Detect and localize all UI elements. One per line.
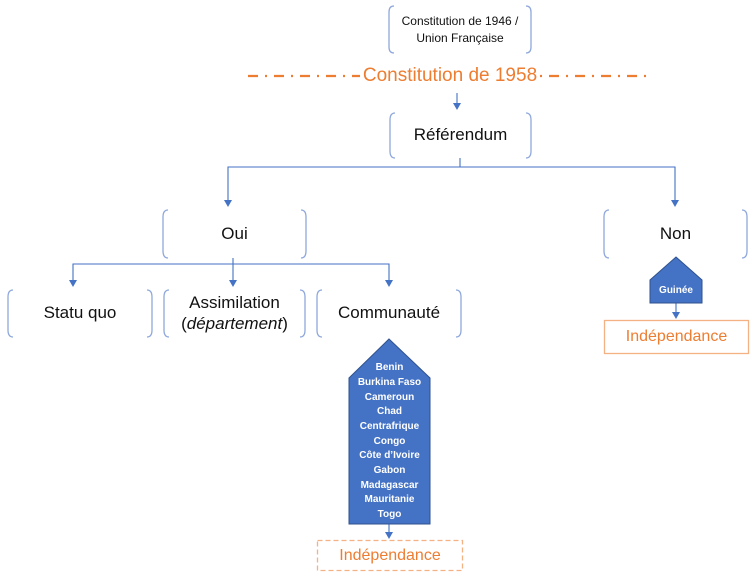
statu-quo-node: Statu quo bbox=[8, 290, 152, 337]
independance-non-node: Indépendance bbox=[604, 320, 749, 354]
constitution-1958-title: Constitution de 1958 bbox=[358, 62, 542, 90]
country-item: Cameroun bbox=[364, 391, 415, 403]
country-item: Centrafrique bbox=[359, 420, 420, 432]
independance-non-box bbox=[603, 319, 750, 355]
non-node: Non bbox=[604, 210, 747, 258]
assimilation-sublabel: (département) bbox=[181, 314, 288, 334]
connector-referendum-oui bbox=[227, 166, 460, 201]
paren-close: ) bbox=[282, 313, 288, 333]
country-item: Gabon bbox=[373, 465, 406, 477]
country-item: Benin bbox=[375, 362, 404, 374]
constitution-1958-label: Constitution de 1958 bbox=[362, 64, 538, 86]
non-label: Non bbox=[659, 223, 692, 243]
bracket-referendum bbox=[389, 112, 532, 159]
country-item: Madagascar bbox=[360, 479, 419, 491]
arrowhead-non bbox=[671, 200, 679, 207]
constitution-1946-line1: Constitution de 1946 / bbox=[401, 14, 519, 29]
statu-quo-label: Statu quo bbox=[43, 303, 117, 323]
connector-oui-communaute bbox=[233, 263, 390, 281]
country-item: Congo bbox=[373, 435, 406, 447]
assimilation-label: Assimilation bbox=[189, 293, 280, 313]
bracket-oui bbox=[162, 209, 307, 259]
communaute-countries-pentagon bbox=[348, 338, 431, 525]
independance-communaute-box bbox=[316, 539, 464, 572]
connector-referendum-non bbox=[460, 166, 676, 201]
country-item: Chad bbox=[377, 406, 402, 418]
arrowhead-independance-communaute bbox=[385, 532, 393, 539]
bracket-non bbox=[603, 209, 748, 259]
independance-communaute-label: Indépendance bbox=[339, 546, 441, 564]
country-item: Mauritanie bbox=[364, 494, 415, 506]
country-item: Togo bbox=[377, 509, 402, 521]
communaute-node: Communauté bbox=[317, 290, 461, 337]
arrowhead-assimilation bbox=[229, 280, 237, 287]
arrowhead-communaute bbox=[385, 280, 393, 287]
country-item: Côte d’Ivoire bbox=[359, 450, 420, 462]
constitution-1946-line2: Union Française bbox=[416, 30, 504, 45]
departement-label: département bbox=[186, 313, 283, 333]
bracket-statu-quo bbox=[7, 289, 153, 338]
guinee-label: Guinée bbox=[659, 284, 693, 296]
bracket-constitution-1946 bbox=[388, 5, 532, 54]
bracket-communaute bbox=[316, 289, 462, 338]
independance-non-label: Indépendance bbox=[625, 328, 728, 346]
arrowhead-independance-non bbox=[672, 312, 680, 319]
country-item: Burkina Faso bbox=[357, 376, 422, 388]
referendum-node: Référendum bbox=[390, 113, 531, 158]
oui-node: Oui bbox=[163, 210, 306, 258]
assimilation-node: Assimilation (département) bbox=[164, 290, 305, 337]
independance-communaute-node: Indépendance bbox=[317, 540, 463, 571]
arrowhead-statu-quo bbox=[69, 280, 77, 287]
connector-oui-statu-quo bbox=[72, 263, 233, 281]
communaute-label: Communauté bbox=[337, 303, 441, 323]
referendum-label: Référendum bbox=[413, 125, 508, 145]
bracket-assimilation bbox=[163, 289, 306, 338]
guinee-pentagon bbox=[649, 256, 703, 304]
arrowhead-referendum bbox=[453, 103, 461, 110]
constitution-1946-node: Constitution de 1946 / Union Française bbox=[389, 6, 531, 53]
paren-open: ( bbox=[181, 313, 187, 333]
arrowhead-oui bbox=[224, 200, 232, 207]
guinee-node: Guinée bbox=[650, 280, 702, 302]
oui-label: Oui bbox=[221, 223, 248, 243]
communaute-countries-list: Benin Burkina Faso Cameroun Chad Centraf… bbox=[349, 360, 430, 524]
